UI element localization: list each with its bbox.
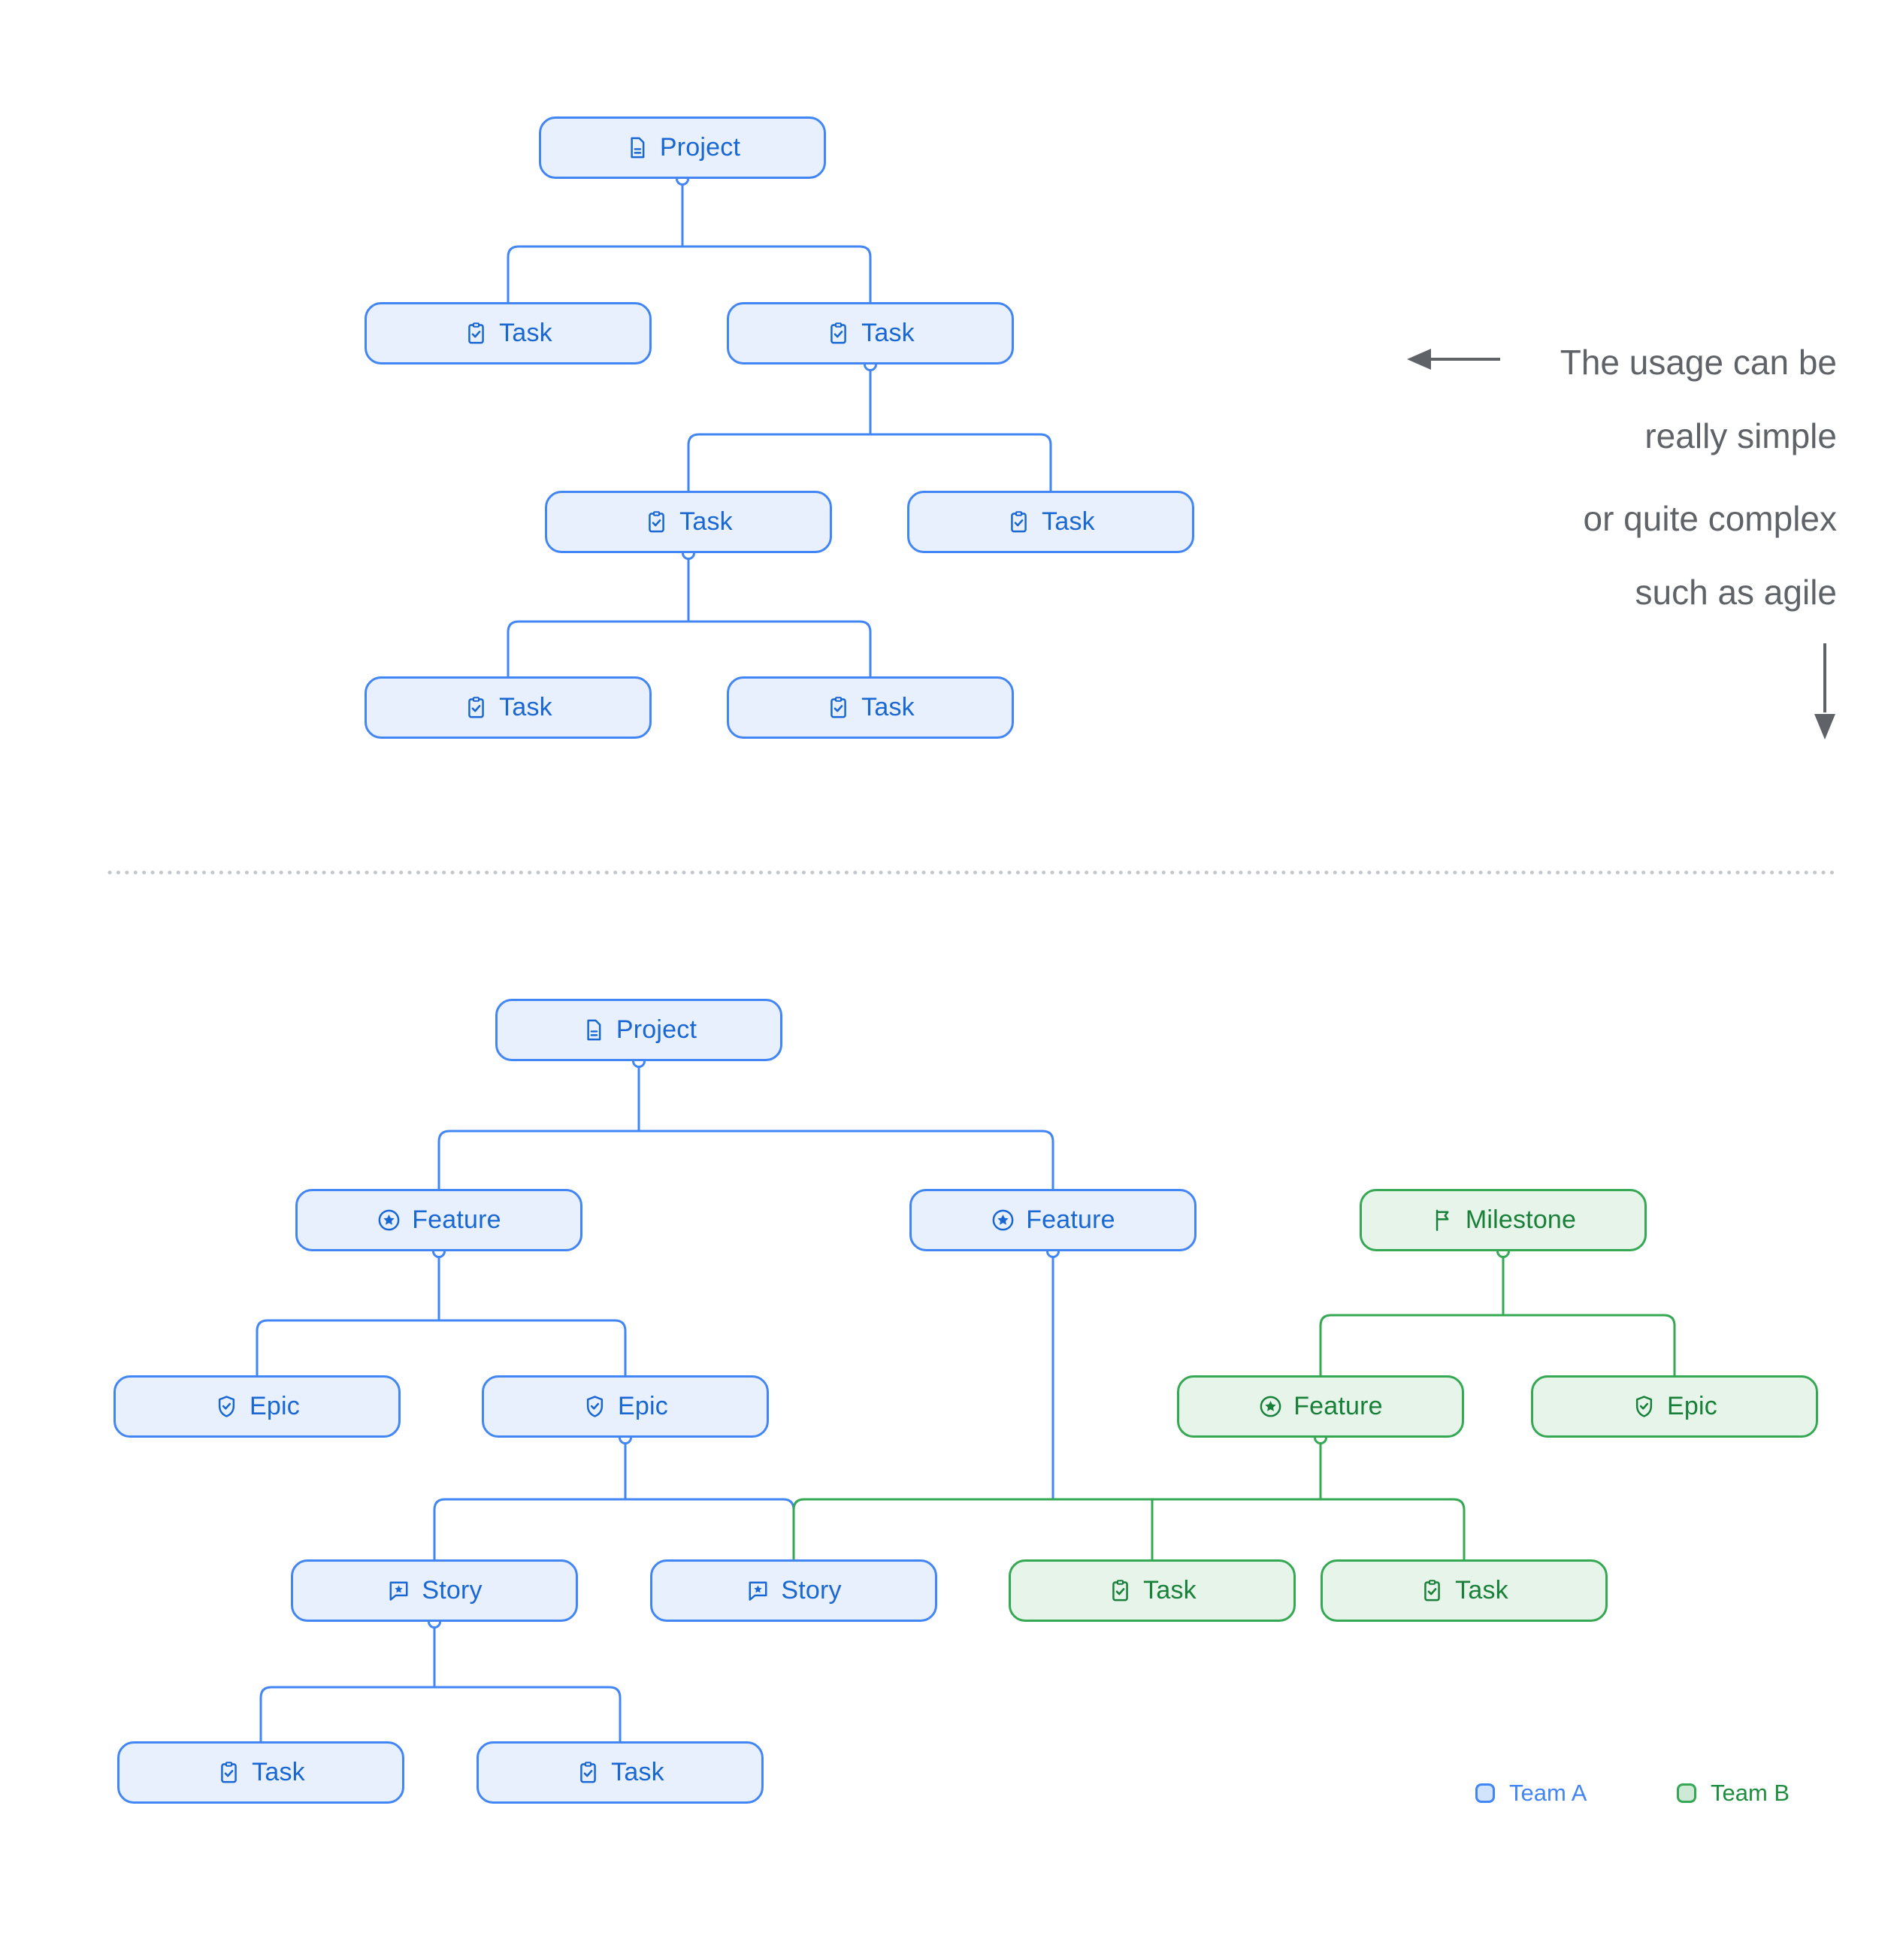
simple-tree-connectors [507,179,1052,676]
node-project: Project [539,116,826,179]
annotation-text: The usage can be really simple or quite … [1560,325,1837,629]
node-task: Task [545,491,832,553]
node-task: Task [1009,1559,1296,1622]
node-label: Task [679,507,733,536]
node-task: Task [907,491,1194,553]
node-label: Story [422,1576,483,1605]
node-label: Project [616,1015,697,1044]
annotation-line: or quite complex [1583,499,1838,538]
node-story: Story [650,1559,937,1622]
annotation-line: such as agile [1635,573,1838,612]
node-feature: Feature [1177,1375,1464,1438]
legend-item-team-b: Team B [1677,1774,1790,1813]
node-label: Task [611,1758,664,1786]
node-label: Task [1042,507,1095,536]
node-task: Task [727,676,1014,739]
node-milestone: Milestone [1360,1189,1647,1251]
annotation-line: The usage can be [1560,343,1837,382]
task-icon [826,695,851,720]
node-label: Feature [412,1205,501,1234]
document-icon [625,135,649,160]
node-label: Epic [618,1392,668,1420]
node-feature: Feature [909,1189,1197,1251]
epic-icon [582,1394,607,1419]
task-icon [826,321,851,346]
node-epic: Epic [482,1375,769,1438]
node-label: Feature [1293,1392,1383,1420]
feature-icon [991,1208,1015,1233]
task-icon [464,321,489,346]
team-a-swatch [1475,1783,1495,1803]
node-label: Task [499,693,552,721]
node-label: Milestone [1465,1205,1577,1234]
node-story: Story [291,1559,578,1622]
node-label: Task [252,1758,305,1786]
task-icon [1006,510,1031,534]
task-icon [1108,1578,1133,1603]
task-icon [644,510,669,534]
team-a-label: Team A [1509,1780,1587,1806]
legend-item-team-a: Team A [1475,1774,1587,1813]
node-label: Task [861,693,915,721]
epic-icon [1632,1394,1656,1419]
node-label: Task [1455,1576,1508,1605]
node-task: Task [365,676,652,739]
annotation-line: really simple [1644,416,1837,455]
node-label: Task [861,319,915,347]
team-b-label: Team B [1711,1780,1790,1806]
down-arrow-icon [1814,643,1835,740]
feature-icon [1258,1394,1283,1419]
story-icon [386,1578,411,1603]
node-task: Task [365,302,652,364]
node-task: Task [727,302,1014,364]
milestone-icon [1430,1208,1455,1233]
node-task: Task [1321,1559,1608,1622]
node-label: Project [659,133,741,162]
node-label: Story [781,1576,842,1605]
left-arrow-icon [1407,349,1500,370]
story-icon [746,1578,770,1603]
legend: Team A Team B [0,1774,1903,1819]
team-b-swatch [1677,1783,1696,1803]
node-task: Task [117,1741,404,1804]
node-epic: Epic [1531,1375,1818,1438]
node-feature: Feature [295,1189,582,1251]
node-label: Task [1143,1576,1197,1605]
node-task: Task [477,1741,764,1804]
node-epic: Epic [113,1375,401,1438]
node-project: Project [495,999,782,1061]
node-label: Task [499,319,552,347]
feature-icon [377,1208,401,1233]
epic-icon [214,1394,239,1419]
task-icon [1420,1578,1445,1603]
task-icon [464,695,489,720]
document-icon [581,1018,606,1042]
node-label: Epic [1667,1392,1717,1420]
node-label: Feature [1026,1205,1115,1234]
node-label: Epic [250,1392,300,1420]
